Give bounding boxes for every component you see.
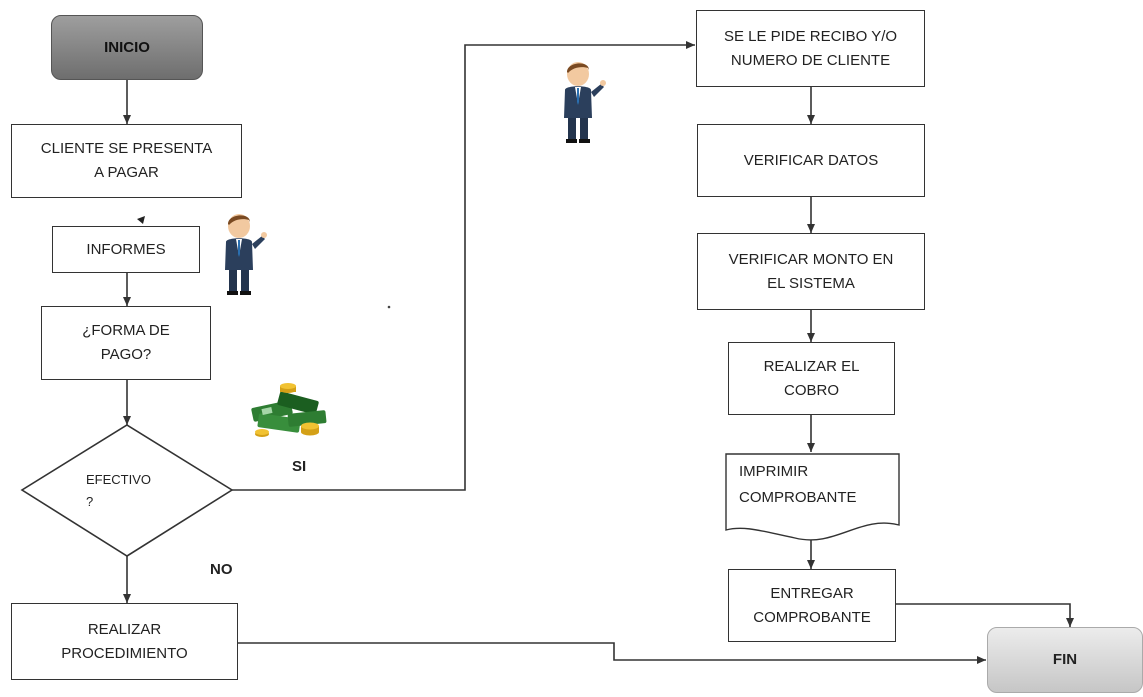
step-print-receipt: IMPRIMIR COMPROBANTE	[739, 463, 857, 506]
small-triangle-marker	[137, 216, 145, 224]
step-verify-amount: VERIFICAR MONTO EN EL SISTEMA	[697, 233, 925, 310]
step-other-procedure: REALIZAR PROCEDIMIENTO	[11, 603, 238, 680]
decision-diamond	[20, 424, 234, 557]
arrow-decision-yes	[232, 41, 695, 491]
money-stack-icon	[251, 383, 327, 437]
print-document-shape	[725, 453, 900, 541]
end-terminal: FIN	[987, 627, 1143, 693]
start-terminal: INICIO	[51, 15, 203, 80]
businessman-pointing-icon	[564, 62, 606, 143]
step-client-arrives: CLIENTE SE PRESENTA A PAGAR	[11, 124, 242, 198]
step-charge: REALIZAR EL COBRO	[728, 342, 895, 415]
step-payment-form: ¿FORMA DE PAGO?	[41, 306, 211, 380]
dot-mark	[387, 305, 391, 309]
step-informes: INFORMES	[52, 226, 200, 273]
decision-text: EFECTIVO ?	[86, 472, 152, 510]
step-request-receipt: SE LE PIDE RECIBO Y/O NUMERO DE CLIENTE	[696, 10, 925, 87]
step-verify-data: VERIFICAR DATOS	[697, 124, 925, 197]
branch-label-no: NO	[210, 561, 233, 578]
arrow-procedure-to-end	[238, 642, 986, 664]
businessman-pointing-icon	[225, 214, 267, 295]
arrow-deliver-to-end	[896, 603, 1074, 627]
step-deliver-receipt: ENTREGAR COMPROBANTE	[728, 569, 896, 642]
branch-label-yes: SI	[292, 458, 307, 475]
